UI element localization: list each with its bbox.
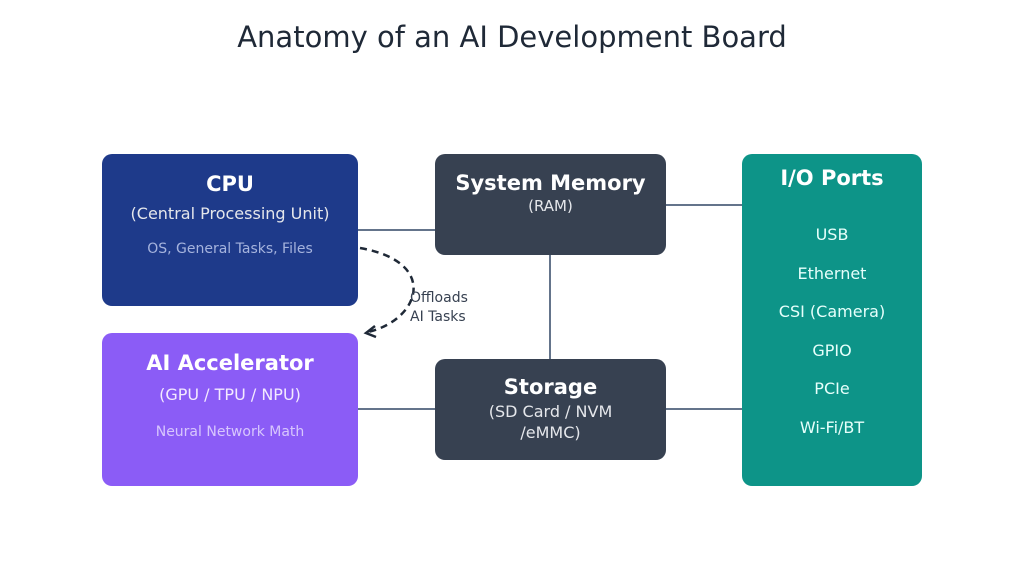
cpu-title: CPU bbox=[206, 172, 254, 196]
io-port-list: USB Ethernet CSI (Camera) GPIO PCIe Wi-F… bbox=[742, 216, 922, 447]
ai-accelerator-block: AI Accelerator (GPU / TPU / NPU) Neural … bbox=[102, 333, 358, 486]
cpu-description: OS, General Tasks, Files bbox=[147, 241, 313, 257]
diagram-title: Anatomy of an AI Development Board bbox=[237, 20, 787, 54]
io-port-item: GPIO bbox=[812, 340, 852, 360]
io-port-item: PCIe bbox=[814, 379, 850, 398]
offload-dashed-arrow bbox=[359, 246, 415, 334]
accelerator-subtitle: (GPU / TPU / NPU) bbox=[159, 385, 301, 404]
memory-subtitle: (RAM) bbox=[528, 197, 573, 215]
io-title: I/O Ports bbox=[780, 166, 884, 190]
arrowhead-icon bbox=[363, 325, 377, 339]
storage-subtitle: (SD Card / NVM /eMMC) bbox=[488, 402, 613, 442]
accelerator-description: Neural Network Math bbox=[155, 424, 305, 440]
accelerator-title: AI Accelerator bbox=[146, 351, 314, 375]
io-port-item: USB bbox=[815, 225, 849, 244]
io-port-item: Wi-Fi/BT bbox=[799, 417, 865, 437]
storage-block: Storage (SD Card / NVM /eMMC) bbox=[435, 359, 666, 460]
io-port-item: CSI (Camera) bbox=[778, 302, 886, 321]
memory-title: System Memory bbox=[455, 171, 646, 195]
offload-label: Offloads AI Tasks bbox=[410, 289, 468, 327]
offload-label-line1: Offloads bbox=[410, 290, 468, 306]
offload-label-line2: AI Tasks bbox=[410, 309, 466, 325]
system-memory-block: System Memory (RAM) bbox=[435, 154, 666, 255]
storage-title: Storage bbox=[503, 375, 598, 399]
cpu-subtitle: (Central Processing Unit) bbox=[130, 204, 330, 223]
io-port-item: Ethernet bbox=[797, 263, 867, 283]
io-ports-block: I/O Ports USB Ethernet CSI (Camera) GPIO… bbox=[742, 154, 922, 486]
cpu-block: CPU (Central Processing Unit) OS, Genera… bbox=[102, 154, 358, 306]
